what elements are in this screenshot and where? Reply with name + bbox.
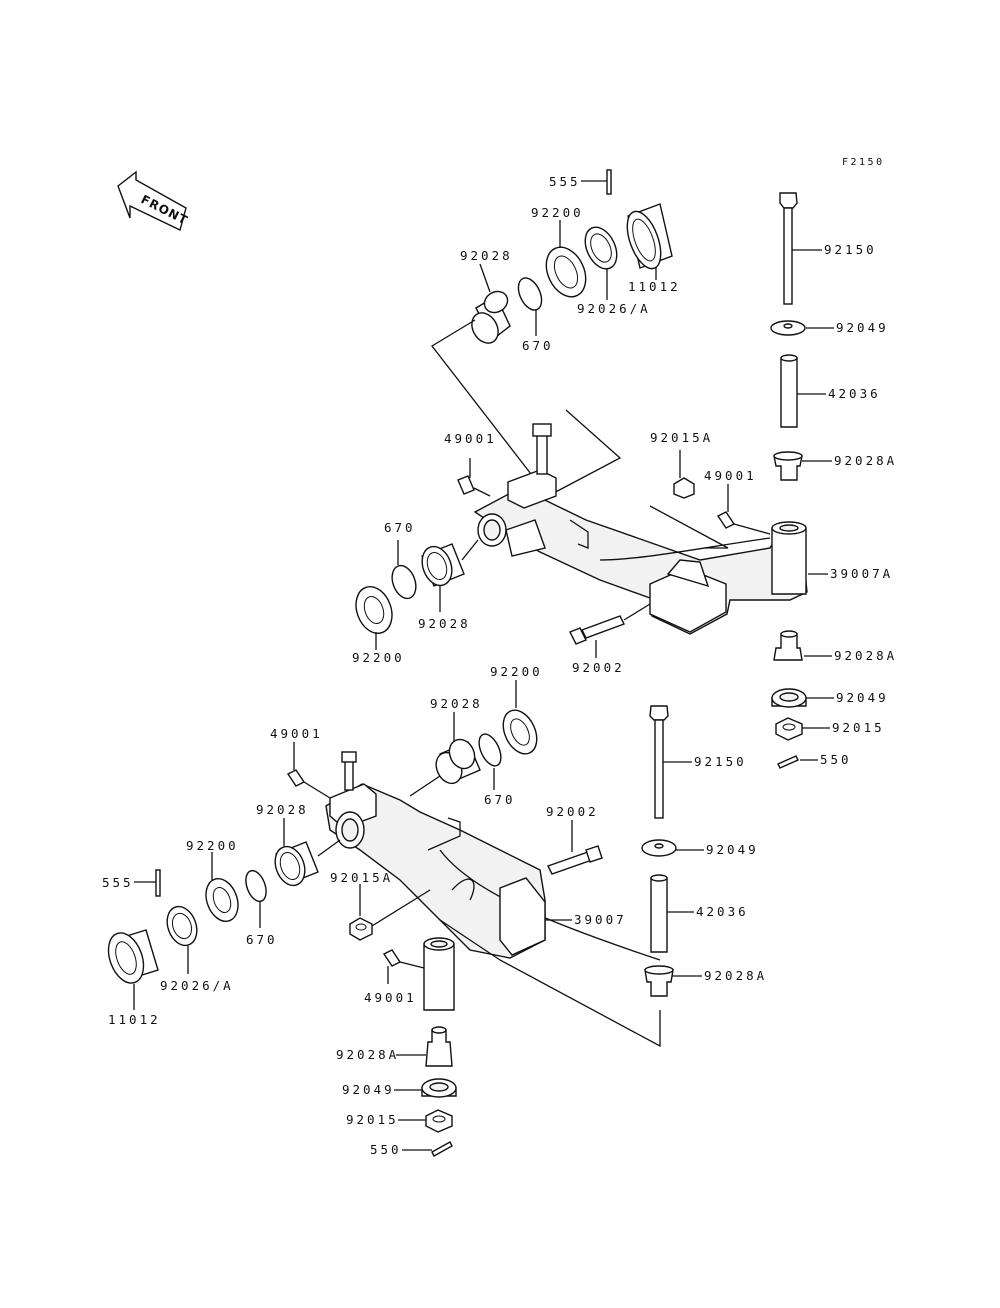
part-11012-lower: 11012 bbox=[107, 929, 161, 1027]
part-92015a-lower: 92015A bbox=[330, 870, 431, 941]
part-number-label: 550 bbox=[370, 1142, 402, 1157]
part-number-label: 92026/A bbox=[160, 978, 234, 993]
part-49001-lower-bottom: 49001 bbox=[364, 949, 425, 1005]
part-92200-upper-top: 92200 bbox=[531, 205, 587, 298]
part-92028-upper-mid: 92028 bbox=[418, 539, 479, 631]
front-arrow-icon: FRONT bbox=[117, 170, 190, 231]
part-92049-bottom: 92049 bbox=[342, 1078, 457, 1098]
part-92049-upper: 92049 bbox=[770, 320, 889, 336]
part-number-label: 39007 bbox=[574, 912, 627, 927]
part-number-label: 92200 bbox=[531, 205, 584, 220]
part-number-label: 42036 bbox=[696, 904, 749, 919]
part-550-upper: 550 bbox=[777, 752, 852, 769]
part-number-label: 92049 bbox=[706, 842, 759, 857]
part-550-bottom: 550 bbox=[370, 1141, 453, 1157]
part-92015-bottom: 92015 bbox=[346, 1109, 453, 1133]
part-number-label: 92015A bbox=[330, 870, 393, 885]
part-number-label: 92002 bbox=[546, 804, 599, 819]
part-92150-upper: 92150 bbox=[779, 192, 877, 305]
part-92028-lower-top: 92028 bbox=[409, 696, 483, 797]
part-number-label: 92150 bbox=[694, 754, 747, 769]
part-92002-lower: 92002 bbox=[546, 804, 603, 875]
part-92028a-upper-lower: 92028A bbox=[773, 630, 897, 663]
part-number-label: 92049 bbox=[836, 690, 889, 705]
part-92028a-bottom: 92028A bbox=[336, 1026, 453, 1067]
part-49001-upper-right: 49001 bbox=[704, 468, 771, 535]
part-92028-lower-left: 92028 bbox=[256, 802, 341, 887]
part-670-upper-top: 670 bbox=[517, 277, 554, 353]
part-92049-upper-lower: 92049 bbox=[771, 688, 889, 708]
part-92200-lower-left: 92200 bbox=[186, 838, 239, 923]
part-92026a-upper: 92026/A bbox=[577, 226, 651, 316]
part-number-label: 92200 bbox=[352, 650, 405, 665]
part-number-label: 49001 bbox=[270, 726, 323, 741]
figure-code: F2150 bbox=[842, 157, 885, 168]
part-number-label: 92028 bbox=[256, 802, 309, 817]
part-670-lower-top: 670 bbox=[478, 733, 516, 807]
part-number-label: 92028A bbox=[336, 1047, 399, 1062]
part-92015-upper: 92015 bbox=[775, 717, 885, 741]
part-number-label: 555 bbox=[102, 875, 134, 890]
part-92002-upper: 92002 bbox=[569, 603, 651, 675]
part-92049-lower: 92049 bbox=[641, 839, 759, 857]
part-number-label: 92049 bbox=[342, 1082, 395, 1097]
part-number-label: 92015 bbox=[832, 720, 885, 735]
part-number-label: 92028 bbox=[460, 248, 513, 263]
part-49001-upper-left: 49001 bbox=[444, 431, 497, 497]
part-number-label: 39007A bbox=[830, 566, 893, 581]
part-42036-upper: 42036 bbox=[780, 354, 881, 428]
part-92200-lower-top: 92200 bbox=[490, 664, 543, 755]
part-number-label: 92200 bbox=[490, 664, 543, 679]
part-number-label: 42036 bbox=[828, 386, 881, 401]
part-number-label: 92026/A bbox=[577, 301, 651, 316]
part-number-label: 92049 bbox=[836, 320, 889, 335]
part-11012-upper: 11012 bbox=[626, 203, 681, 294]
part-number-label: 92150 bbox=[824, 242, 877, 257]
part-number-label: 670 bbox=[246, 932, 278, 947]
part-number-label: 49001 bbox=[444, 431, 497, 446]
part-number-label: 92028 bbox=[430, 696, 483, 711]
part-670-lower-left: 670 bbox=[245, 869, 278, 947]
part-39007a-frame: 39007A bbox=[473, 423, 893, 635]
part-number-label: 92028A bbox=[834, 648, 897, 663]
part-number-label: 49001 bbox=[364, 990, 417, 1005]
part-number-label: 92002 bbox=[572, 660, 625, 675]
part-92150-lower: 92150 bbox=[649, 705, 747, 819]
part-555-lower: 555 bbox=[102, 869, 161, 897]
part-555-upper: 555 bbox=[549, 169, 612, 195]
part-39007-frame: 39007 bbox=[325, 751, 661, 1011]
part-number-label: 92028A bbox=[704, 968, 767, 983]
part-number-label: 670 bbox=[384, 520, 416, 535]
part-92200-upper-mid: 92200 bbox=[352, 586, 405, 665]
part-49001-lower-top: 49001 bbox=[270, 726, 331, 799]
part-number-label: 670 bbox=[484, 792, 516, 807]
part-92028a-lower: 92028A bbox=[644, 965, 767, 997]
part-number-label: 92200 bbox=[186, 838, 239, 853]
part-92015a-upper: 92015A bbox=[649, 430, 729, 549]
part-number-label: 92015 bbox=[346, 1112, 399, 1127]
part-42036-lower: 42036 bbox=[650, 874, 749, 953]
part-number-label: 670 bbox=[522, 338, 554, 353]
part-number-label: 92028A bbox=[834, 453, 897, 468]
part-670-upper-mid: 670 bbox=[384, 520, 417, 600]
part-number-label: 49001 bbox=[704, 468, 757, 483]
part-number-label: 92028 bbox=[418, 616, 471, 631]
part-number-label: 11012 bbox=[108, 1012, 161, 1027]
part-92026a-lower: 92026/A bbox=[160, 905, 234, 993]
part-number-label: 555 bbox=[549, 174, 581, 189]
part-92028a-upper: 92028A bbox=[773, 451, 897, 481]
part-number-label: 11012 bbox=[628, 279, 681, 294]
part-number-label: 550 bbox=[820, 752, 852, 767]
part-number-label: 92015A bbox=[650, 430, 713, 445]
part-92028-upper-top: 92028 bbox=[460, 248, 513, 344]
